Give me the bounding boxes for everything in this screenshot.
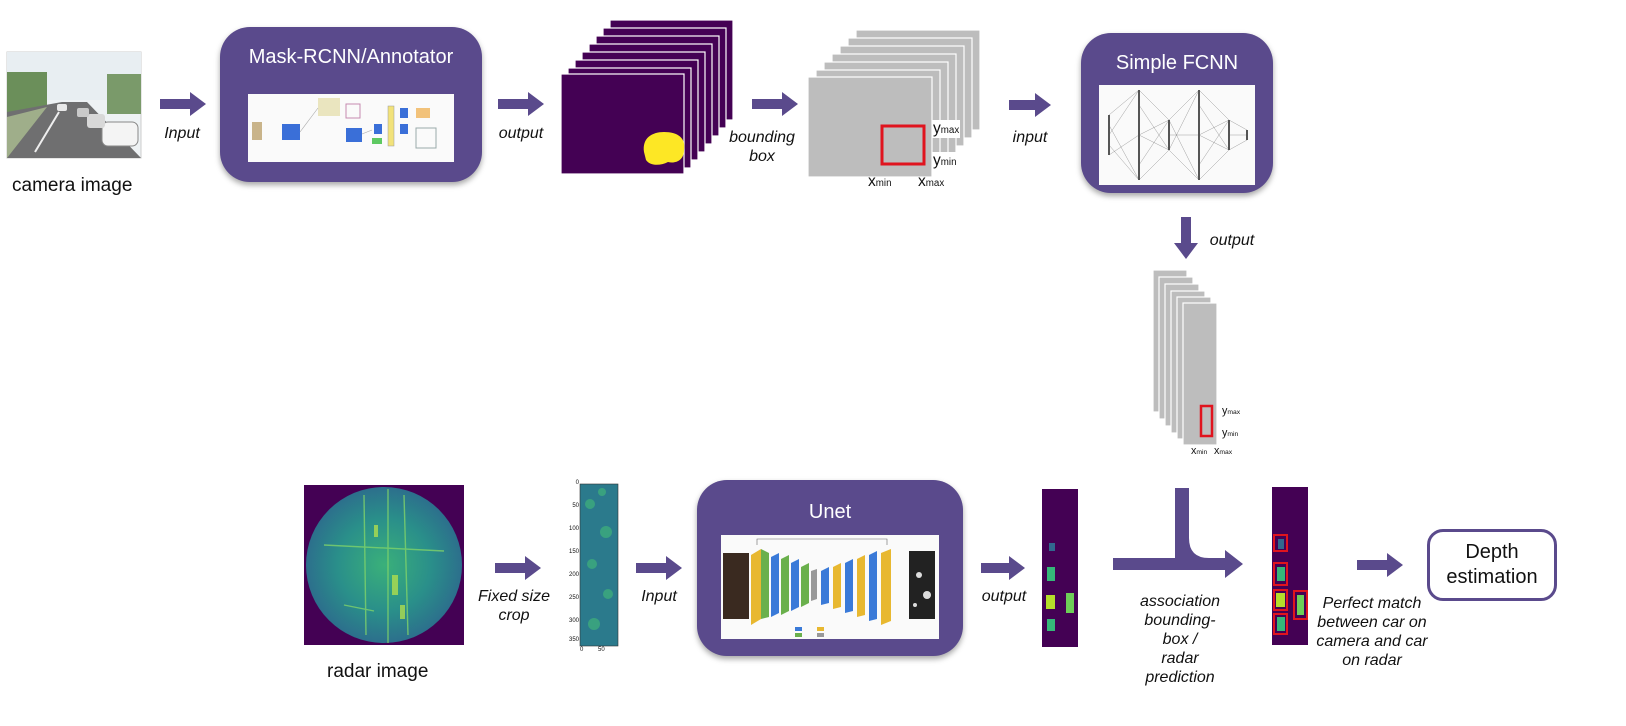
unet-output-label: output — [981, 588, 1027, 605]
crop-tick-100: 100 — [568, 526, 579, 532]
depth-estimation-box: Depth estimation — [1427, 529, 1557, 601]
fcnn-out-label-xmin: xmin — [1191, 445, 1208, 457]
radar-image-caption: radar image — [327, 661, 429, 682]
crop-label-line2: crop — [498, 607, 530, 624]
crop-xtick-0: 0 — [580, 647, 584, 653]
crop-tick-250: 250 — [568, 595, 579, 601]
crop-label: Fixed size crop — [476, 587, 552, 625]
bbox-label-xmax: xmax — [918, 173, 945, 190]
fcnn-out-label-xmax: xmax — [1214, 445, 1233, 457]
association-label: association bounding-box / radar predict… — [1132, 592, 1228, 687]
crop-axis-y: 0 50 100 150 200 250 300 350 — [563, 480, 579, 646]
arrow-right-crop — [495, 556, 541, 580]
mask-rcnn-architecture-diagram — [248, 94, 454, 162]
mask-rcnn-box: Mask-RCNN/Annotator — [220, 27, 482, 182]
arrow-right-unet-output — [981, 556, 1025, 580]
crop-tick-50: 50 — [572, 503, 579, 509]
match-label-line4: on radar — [1342, 652, 1402, 669]
match-label-line1: Perfect match — [1322, 595, 1422, 612]
arrow4-label: input — [1012, 129, 1048, 146]
arrow-right-2 — [498, 92, 544, 116]
fcnn-network-diagram — [1099, 85, 1255, 185]
unet-title: Unet — [808, 501, 852, 523]
bbox-label-ymax: ymax — [932, 120, 961, 138]
fcnn-out-label-ymax: ymax — [1222, 405, 1241, 417]
association-label-line3: radar prediction — [1145, 650, 1215, 686]
arrow1-label: Input — [164, 125, 200, 142]
crop-tick-200: 200 — [568, 572, 579, 578]
fcnn-output-stack — [1152, 269, 1218, 446]
mask-output-stack — [560, 19, 734, 175]
down-arrow-label: output — [1209, 232, 1255, 249]
arrow-right-4 — [1009, 93, 1051, 117]
crop-tick-0: 0 — [575, 480, 579, 486]
arrow3-label: bounding box — [726, 128, 798, 166]
match-label-line3: camera and car — [1316, 633, 1428, 650]
match-label: Perfect match between car on camera and … — [1316, 594, 1428, 670]
crop-tick-150: 150 — [568, 549, 579, 555]
arrow3-label-line1: bounding — [729, 129, 795, 146]
fcnn-box: Simple FCNN — [1081, 33, 1273, 193]
fcnn-out-label-ymin: ymin — [1222, 427, 1239, 439]
bbox-label-ymin: ymin — [932, 152, 958, 170]
unet-input-label: Input — [641, 588, 677, 605]
arrow3-label-line2: box — [749, 148, 775, 165]
crop-tick-300: 300 — [568, 618, 579, 624]
arrow-down — [1174, 217, 1198, 259]
mask-rcnn-title: Mask-RCNN/Annotator — [248, 46, 454, 68]
crop-axis-x: 0 50 — [580, 647, 620, 657]
association-label-line1: association — [1139, 593, 1221, 610]
arrow-right-3 — [752, 92, 798, 116]
unet-box: Unet — [697, 480, 963, 656]
arrow-right-final — [1357, 553, 1403, 577]
bbox-stack — [807, 29, 981, 178]
camera-image — [6, 51, 142, 159]
crop-xtick-50: 50 — [598, 647, 605, 653]
matched-radar-strip — [1272, 487, 1308, 645]
crop-label-line1: Fixed size — [477, 588, 551, 605]
arrow-right-unet-input — [636, 556, 682, 580]
unet-architecture-diagram — [721, 535, 939, 639]
camera-image-caption: camera image — [12, 175, 133, 196]
bbox-label-xmin: xmin — [868, 173, 892, 190]
radar-image — [304, 485, 464, 645]
match-label-line2: between car on — [1317, 614, 1427, 631]
arrow-right-1 — [160, 92, 206, 116]
association-label-line2: bounding-box / — [1144, 612, 1216, 648]
crop-tick-350: 350 — [568, 637, 579, 643]
unet-output-strip — [1042, 489, 1078, 647]
arrow2-label: output — [498, 125, 544, 142]
fcnn-title: Simple FCNN — [1115, 52, 1239, 74]
association-arrow — [1113, 488, 1243, 578]
radar-crop-strip — [579, 483, 619, 647]
